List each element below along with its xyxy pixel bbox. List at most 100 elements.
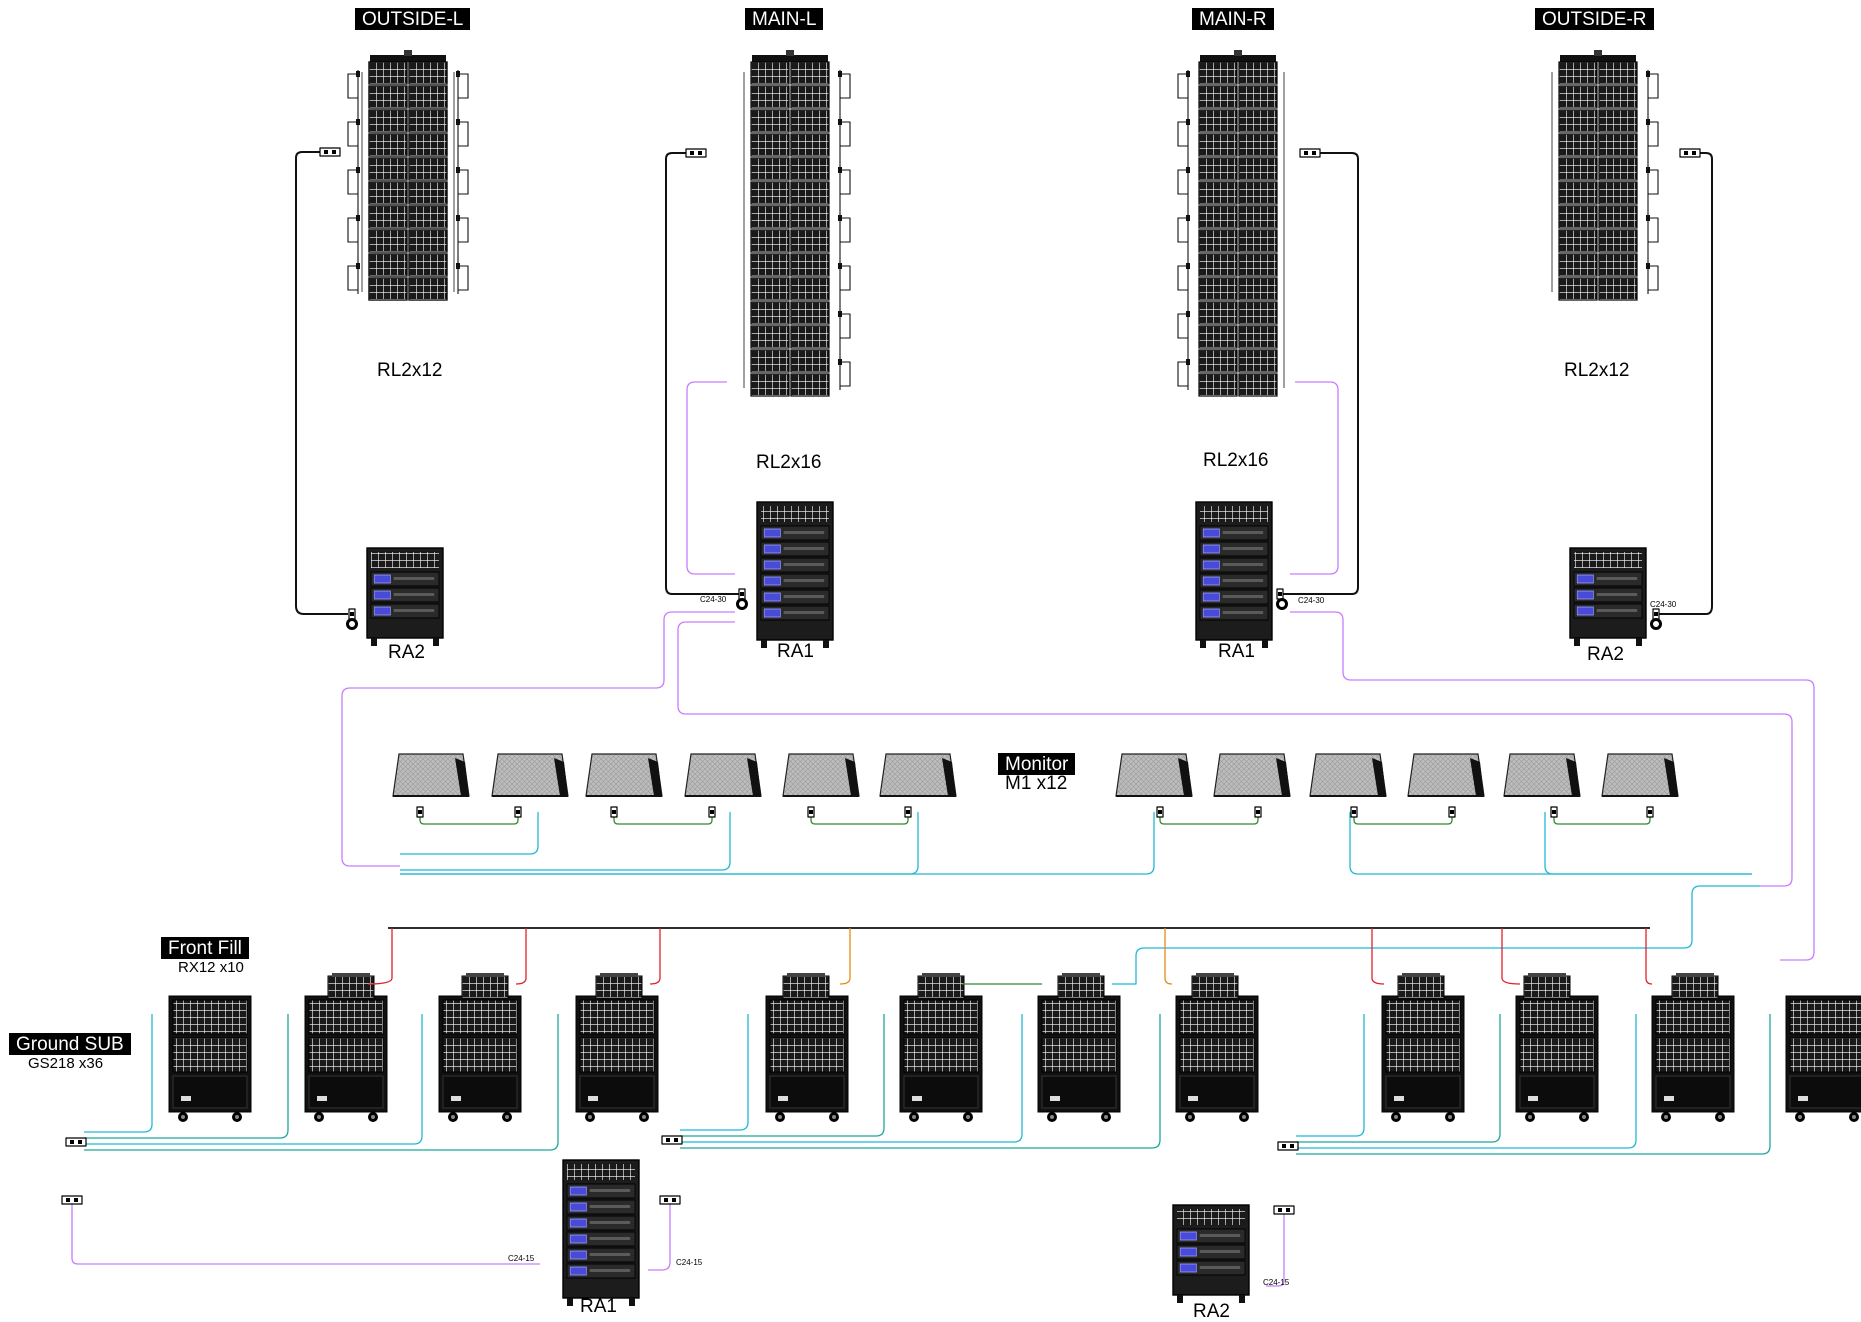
front-fill-drop [1372, 928, 1384, 984]
monitor-connector [611, 807, 617, 817]
array-connector [686, 149, 706, 157]
rack-label-main-r: RA1 [1218, 642, 1255, 661]
line-array-box [369, 86, 407, 108]
line-array-box [791, 374, 829, 396]
line-array-box [1599, 134, 1637, 156]
line-array-box [1559, 134, 1597, 156]
rack-label-outside-r: RA2 [1587, 645, 1624, 664]
line-array-box [1559, 62, 1597, 84]
amp-unit [1177, 1229, 1245, 1243]
monitor-connector [709, 807, 715, 817]
line-array-box [791, 350, 829, 372]
line-array-box [409, 110, 447, 132]
amp-unit [1200, 558, 1268, 572]
monitor-wedge [1310, 754, 1386, 796]
rack-connector [739, 589, 745, 599]
link-cable-main-r [1290, 382, 1338, 574]
feed-cable-outside-r [1656, 153, 1712, 614]
sub-bundle-center [680, 1014, 748, 1130]
line-array-box [751, 374, 789, 396]
front-fill-speaker [1524, 973, 1570, 998]
sub-feed-center [648, 1200, 670, 1270]
rack-label-bottom-left: RA1 [580, 1297, 617, 1316]
array-connector [320, 148, 340, 156]
rack-main-r [1196, 502, 1272, 648]
line-array-box [1239, 206, 1277, 228]
cable-label-sub-center: C24-15 [676, 1259, 702, 1267]
ground-sub-cabinet [900, 996, 982, 1122]
monitor-daisy-link [1554, 808, 1650, 824]
ground-sub-cabinet [1786, 996, 1861, 1122]
line-array-box [1559, 182, 1597, 204]
cable-label-main-r: C24-30 [1298, 597, 1324, 605]
front-fill-speaker [462, 973, 508, 998]
ground-sub-tag: Ground SUB [9, 1033, 131, 1055]
cable-label-outside-r: C24-30 [1650, 601, 1676, 609]
cable-badge [346, 618, 358, 630]
monitor-connector [1647, 807, 1653, 817]
ground-sub-cabinet [576, 996, 658, 1122]
line-array-box [369, 206, 407, 228]
amp-unit [761, 558, 829, 572]
line-array-box [751, 326, 789, 348]
rack-label-main-l: RA1 [777, 642, 814, 661]
line-array-box [1239, 326, 1277, 348]
front-fill-speaker [1058, 973, 1104, 998]
ground-sub-cabinet [1176, 996, 1258, 1122]
front-fill-drop [1502, 928, 1520, 984]
line-array-box [1239, 134, 1277, 156]
monitor-wedge [1116, 754, 1192, 796]
line-array-box [1559, 254, 1597, 276]
rack-connector [1277, 589, 1283, 599]
sub-breakout-connector [1278, 1142, 1298, 1150]
ground-sub-cabinet [766, 996, 848, 1122]
array-model-main-l: RL2x16 [756, 453, 822, 472]
monitor-link-5 [1350, 812, 1752, 874]
feed-cable-outside-l [296, 152, 348, 614]
line-array-box [791, 206, 829, 228]
rack-outside-l [367, 548, 443, 646]
line-array-box [1239, 110, 1277, 132]
front-fill-drop [840, 928, 850, 984]
monitor-tag: Monitor [998, 753, 1075, 775]
line-array-box [369, 134, 407, 156]
array-model-outside-l: RL2x12 [377, 361, 443, 380]
sub-fanout-connector [62, 1196, 82, 1204]
amp-unit [371, 588, 439, 602]
monitor-connector [808, 807, 814, 817]
rack-bottom-right [1173, 1205, 1249, 1303]
amp-unit [1200, 590, 1268, 604]
monitor-model: M1 x12 [1005, 774, 1067, 793]
line-array-box [1239, 374, 1277, 396]
line-array-box [791, 182, 829, 204]
monitor-connector [1449, 807, 1455, 817]
rack-main-l [757, 502, 833, 648]
front-fill-drop [1165, 928, 1172, 984]
front-fill-speaker [1192, 973, 1238, 998]
amp-unit [1200, 526, 1268, 540]
rack-bottom-left [563, 1160, 639, 1306]
line-array-box [1599, 254, 1637, 276]
ground-sub-model: GS218 x36 [28, 1056, 103, 1071]
monitor-daisy-link [1160, 808, 1258, 824]
line-array-box [1199, 110, 1237, 132]
front-fill-tag: Front Fill [161, 937, 249, 959]
monitor-wedge [393, 754, 469, 796]
amp-unit [371, 604, 439, 618]
line-array-outside-r [1552, 50, 1658, 300]
front-fill-drop [516, 928, 526, 984]
line-array-box [409, 230, 447, 252]
line-array-box [791, 134, 829, 156]
line-array-box [1239, 86, 1277, 108]
line-array-box [369, 182, 407, 204]
line-array-box [1599, 182, 1637, 204]
monitor-connector [417, 807, 423, 817]
amp-unit [761, 590, 829, 604]
sub-bundle-right [1296, 1014, 1364, 1136]
line-array-box [1559, 158, 1597, 180]
line-array-box [1199, 158, 1237, 180]
monitor-wedge [685, 754, 761, 796]
rack-connector [349, 609, 355, 619]
monitor-link-2 [400, 812, 730, 870]
